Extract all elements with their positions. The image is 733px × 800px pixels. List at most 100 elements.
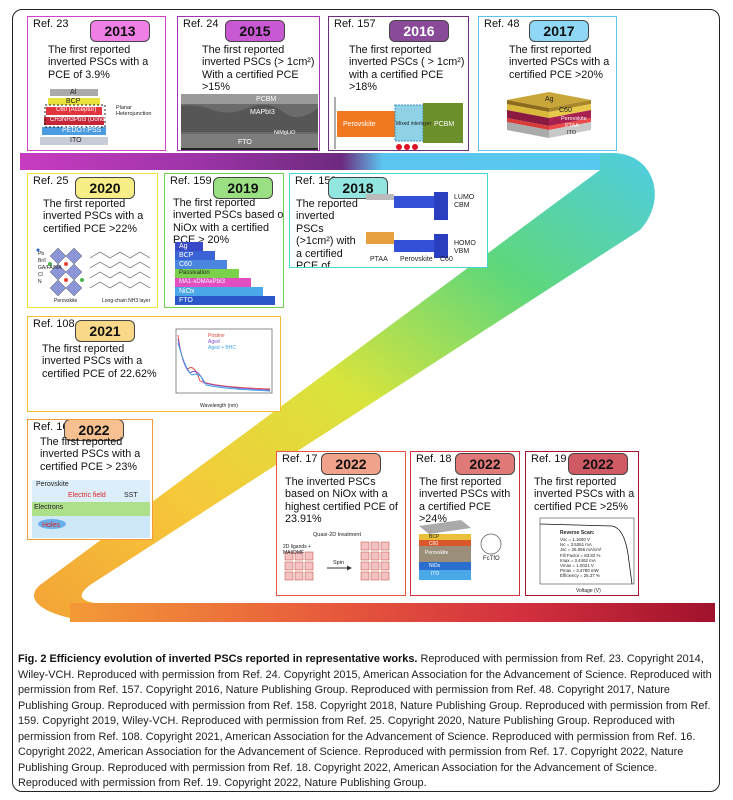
caption-title: Fig. 2 Efficiency evolution of inverted …: [18, 653, 418, 665]
quasi-label-ligands: 2D ligands + MAI/DMF: [283, 544, 311, 556]
card-2016: Ref. 157 2016 The first reported inverte…: [328, 16, 469, 151]
band-label-lumo: LUMO: [454, 194, 475, 201]
stack-label-ito: ITO: [567, 130, 577, 136]
ribbon-curve: [34, 153, 655, 622]
jv-voc: Voc = 1.1600 V: [560, 537, 590, 542]
stair-label-bcp: BCP: [179, 252, 194, 259]
stack-label-ptaa: PTAA: [565, 123, 579, 129]
sem-label-mapbi3: MAPbI3: [250, 109, 275, 116]
card-2018: Ref. 158 2018 The reported inverted PSCs…: [289, 173, 488, 268]
ref-label: Ref. 48: [484, 18, 520, 30]
year-badge: 2020: [75, 177, 135, 199]
ref-label: Ref. 25: [33, 175, 69, 187]
dev-label-niox: NiOx: [429, 563, 441, 569]
year-badge: 2013: [90, 20, 150, 42]
card-text: The first reported inverted PSCs with a …: [534, 476, 635, 513]
legend-ga: GA/FA/MA: [38, 265, 62, 271]
stair-label-fto: FTO: [179, 297, 193, 304]
band-label-mixed: Mixed interlayer: [396, 121, 432, 127]
abs-legend-aged: Aged: [208, 339, 220, 345]
jv-xlabel: Voltage (V): [576, 588, 601, 594]
sem-label-pcbm: PCBM: [256, 96, 277, 103]
card-text: The first reported inverted PSCs with a …: [509, 44, 610, 81]
stack-label-ag: Ag: [545, 96, 554, 103]
card-2022-ref19: Ref. 19 2022 The first reported inverted…: [525, 451, 639, 596]
card-2017: Ref. 48 2017 The first reported inverted…: [478, 16, 617, 151]
stair-label-c60: C60: [179, 261, 192, 268]
jv-vmax: Vmax = 1.0021 V: [560, 563, 594, 569]
stair-label-ma: MA1-xDMAxPbI3: [179, 279, 226, 285]
band-label-c60: C60: [440, 256, 453, 263]
year-badge: 2021: [75, 320, 135, 342]
legend-n: N: [38, 279, 42, 285]
ribbon-bottom: [70, 603, 715, 622]
ref-label: Ref. 16: [33, 421, 69, 433]
stack-label-pedot: PEDOT:PSS: [62, 127, 102, 134]
dev-label-fctfo: FcTfO: [483, 556, 500, 562]
dev-label-c60: C60: [429, 541, 439, 547]
stack-label-c60: C60: [559, 107, 572, 114]
band-label-perov: Perovskite: [400, 256, 433, 263]
ref-label: Ref. 23: [33, 18, 69, 30]
ref-label: Ref. 24: [183, 18, 219, 30]
device-stack-2013: [40, 89, 108, 145]
jv-curve-2022: [539, 517, 635, 585]
stack-label-perov: CH3NH3PbI3 (Donor): [50, 117, 109, 123]
stair-label-niox: NiOx: [179, 288, 195, 295]
stair-label-pass: Passivation: [179, 270, 210, 276]
jv-imax: Imax = 3.4462 mA: [560, 557, 596, 563]
card-text: The inverted PSCs based on NiOx with a h…: [285, 476, 398, 526]
sst-schematic-2022: [32, 480, 150, 538]
year-badge: 2022: [568, 453, 628, 475]
jv-jsc: Jsc = 26.056 mA/cm²: [560, 547, 602, 553]
card-text: The first reported inverted PSCs with a …: [48, 44, 149, 81]
card-2013: Ref. 23 2013 The first reported inverted…: [27, 16, 166, 151]
ribbon-top: [20, 153, 605, 170]
sem-image-2015: [181, 94, 318, 150]
card-2021: Ref. 108 2021 The first reported inverte…: [27, 316, 281, 412]
abs-xlabel: Wavelength (nm): [200, 403, 238, 409]
stack-label-bcp: BCP: [66, 98, 81, 105]
dev-label-bcp: BCP: [429, 534, 440, 540]
ref-label: Ref. 158: [295, 175, 337, 187]
card-2022-ref16: Ref. 16 2022 The first reported inverted…: [27, 419, 153, 540]
ref-label: Ref. 18: [416, 453, 452, 465]
card-text: The first reported inverted PSCs ( > 1cm…: [349, 44, 465, 94]
figure-caption: Fig. 2 Efficiency evolution of inverted …: [18, 652, 718, 792]
ref-label: Ref. 17: [282, 453, 318, 465]
band-label-ptaa: PTAA: [370, 256, 388, 263]
ref-label: Ref. 157: [334, 18, 376, 30]
jv-isc: Isc = 3.5261 mA: [560, 542, 592, 548]
planar-label: Planar Heterojunction: [116, 105, 152, 117]
year-badge: 2015: [225, 20, 285, 42]
card-text: The reported inverted PSCs (>1cm²) with …: [296, 198, 358, 268]
legend-bri: Br/I: [38, 258, 46, 264]
band-diagram-2016: [334, 97, 463, 150]
ref-label: Ref. 159: [170, 175, 212, 187]
sem-label-nimg: NiMgLiO: [274, 130, 296, 136]
abs-legend-aged-bhc: Aged + BHC: [208, 345, 236, 351]
jv-values: Voc = 1.1600 V Isc = 3.5261 mA Jsc = 26.…: [560, 537, 601, 579]
device-stack-2017: [507, 92, 591, 138]
jv-title: Reverse Scan:: [560, 530, 595, 536]
band-label-cbm: CBM: [454, 202, 470, 209]
card-2015: Ref. 24 2015 The first reported inverted…: [177, 16, 320, 151]
absorbance-plot-2021: [175, 328, 273, 394]
band-label-pcbm: PCBM: [434, 121, 455, 128]
year-badge: 2022: [455, 453, 515, 475]
band-label-vbm: VBM: [454, 248, 470, 255]
stack-label-al: Al: [70, 89, 77, 96]
caption-longchain: Long-chain NH3 layer: [102, 298, 151, 304]
year-badge: 2022: [64, 420, 124, 441]
card-text: The first reported inverted PSCs with a …: [419, 476, 511, 526]
sst-label-holes: Holes: [42, 522, 60, 529]
quasi-label-treatment: Quasi-2D treatment: [313, 532, 361, 538]
caption-perov: Perovskite: [54, 298, 78, 304]
sst-label-sst: SST: [124, 492, 138, 499]
caption-body: Reproduced with permission from Ref. 23.…: [18, 653, 712, 789]
card-text: The first reported inverted PSCs with a …: [42, 343, 157, 380]
year-badge: 2016: [389, 20, 449, 42]
sem-label-fto: FTO: [238, 139, 252, 146]
stack-label-c60: C60 (Acceptor): [56, 107, 97, 113]
